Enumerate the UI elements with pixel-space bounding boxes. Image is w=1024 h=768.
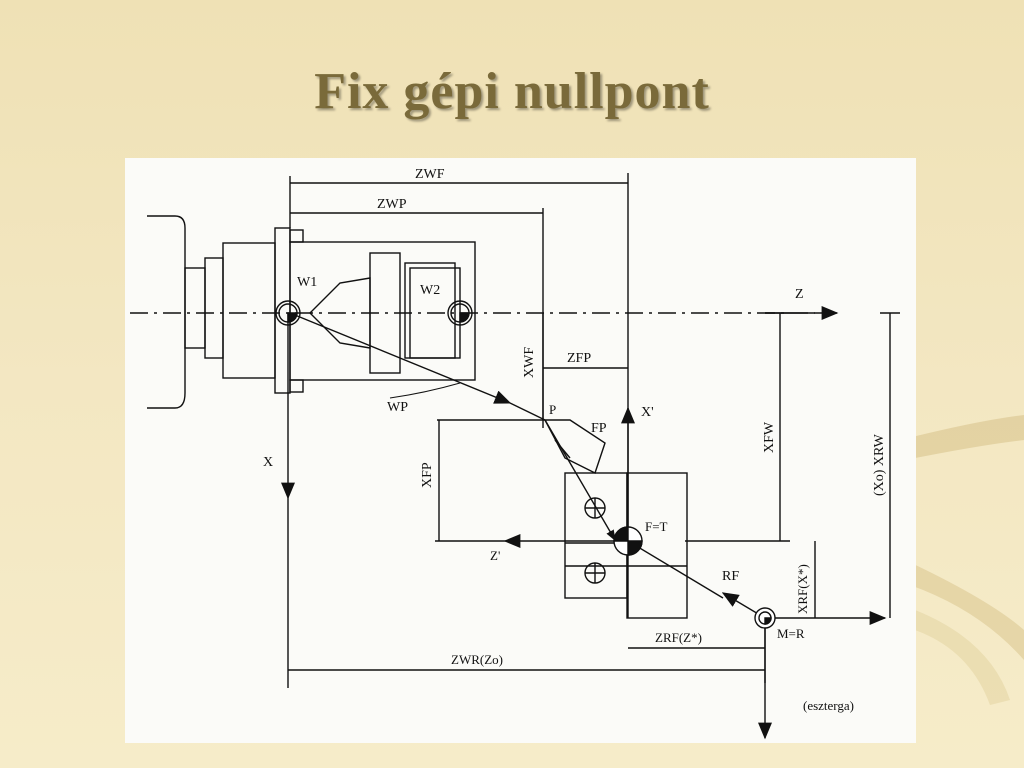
tool-tip: [543, 419, 606, 474]
spindle-body: [147, 215, 186, 409]
label-z: Z: [795, 287, 804, 302]
diagram-svg: ZWF ZWP W1 W2 Z XWF ZFP X WP P X' FP XFW…: [130, 167, 900, 740]
label-f-eq-t: F=T: [645, 519, 668, 534]
label-wp: WP: [387, 400, 408, 415]
chuck-body: [222, 242, 276, 379]
label-xo-xrw: (Xo) XRW: [872, 433, 887, 496]
label-fp: FP: [591, 421, 607, 436]
workpiece-inner: [404, 262, 456, 359]
label-xfp: XFP: [420, 462, 435, 488]
chuck-jaw-top: [289, 229, 304, 243]
label-rf: RF: [722, 569, 739, 584]
rf-line: [627, 540, 724, 599]
label-zwf: ZWF: [415, 167, 445, 182]
label-eszterga: (eszterga): [803, 698, 854, 713]
spindle-hub: [204, 257, 224, 359]
label-zrf-z: ZRF(Z*): [655, 630, 702, 645]
workpiece-holder: [289, 241, 476, 381]
label-w2: W2: [420, 283, 440, 298]
label-zwp: ZWP: [377, 197, 407, 212]
label-m-eq-r: M=R: [777, 626, 805, 641]
label-p: P: [549, 402, 556, 417]
machine-zero-diagram: ZWF ZWP W1 W2 Z XWF ZFP X WP P X' FP XFW…: [125, 158, 916, 743]
label-xrf-x: XRF(X*): [795, 564, 810, 614]
label-x-prime: X': [641, 405, 654, 420]
slide-title: Fix gépi nullpont: [314, 63, 710, 120]
label-zwr-zo: ZWR(Zo): [451, 652, 503, 667]
label-w1: W1: [297, 275, 317, 290]
chuck-jaw-bottom: [289, 379, 304, 393]
label-z-prime: Z': [490, 548, 500, 563]
label-zfp: ZFP: [567, 351, 591, 366]
label-x: X: [263, 455, 273, 470]
spindle-flange: [184, 267, 206, 349]
label-xfw: XFW: [762, 421, 777, 453]
wp-line: [289, 312, 512, 404]
label-xwf: XWF: [522, 347, 537, 378]
